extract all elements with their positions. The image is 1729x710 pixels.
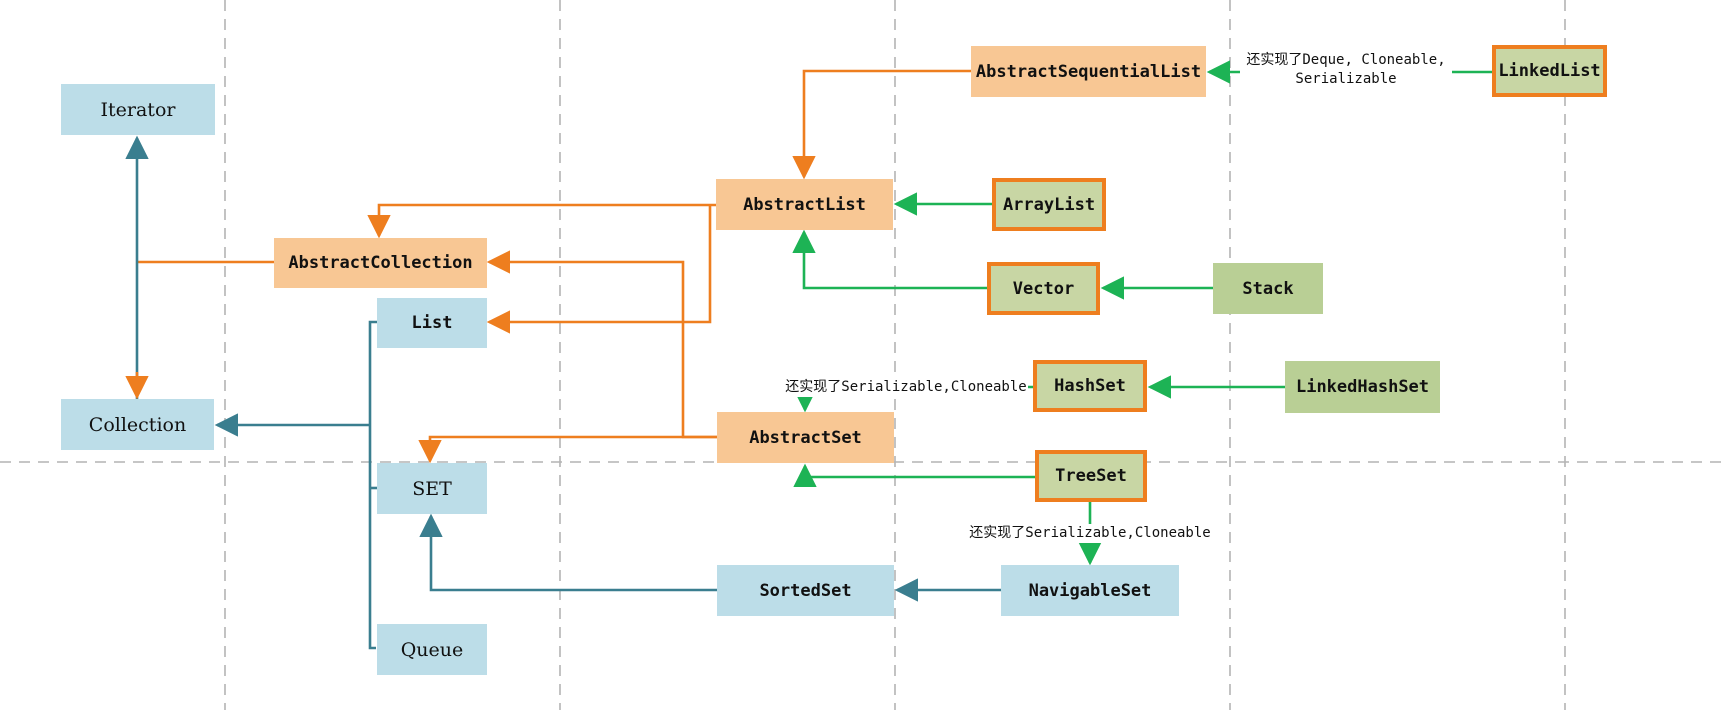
edge-abstractlist-abstractcollection: [367, 203, 716, 239]
node-abstractsequentiallist[interactable]: AbstractSequentialList: [971, 46, 1206, 97]
node-abstractlist[interactable]: AbstractList: [716, 179, 893, 230]
edges-teal: [125, 135, 1001, 650]
edge-abstractlist-list: [486, 205, 712, 334]
node-iterator[interactable]: Iterator: [61, 84, 215, 135]
node-treeset[interactable]: TreeSet: [1035, 450, 1147, 502]
edge-vector-abstractlist: [792, 229, 987, 290]
edges-orange-2: [125, 69, 971, 464]
node-navigableset[interactable]: NavigableSet: [1001, 565, 1179, 616]
node-linkedlist[interactable]: LinkedList: [1492, 45, 1607, 97]
edge-treeset-abstractset: [793, 463, 1035, 488]
edge-abstractset-abstractcollection: [486, 250, 717, 439]
hashset-edge-note: 还实现了Serializable,Cloneable: [784, 378, 1028, 397]
node-linkedhashset[interactable]: LinkedHashSet: [1285, 361, 1440, 413]
node-list[interactable]: List: [377, 298, 487, 348]
treeset-edge-note: 还实现了Serializable,Cloneable: [968, 524, 1212, 543]
node-queue[interactable]: Queue: [377, 624, 487, 675]
edge-sortedset-set: [419, 513, 717, 592]
edge-trunk-list-queue: [368, 320, 377, 650]
node-stack[interactable]: Stack: [1213, 263, 1323, 314]
node-abstractcollection[interactable]: AbstractCollection: [274, 238, 487, 288]
linkedlist-edge-note-line2: Serializable: [1295, 71, 1397, 87]
node-vector[interactable]: Vector: [987, 262, 1100, 315]
node-collection[interactable]: Collection: [61, 399, 214, 450]
edges-green: [792, 60, 1492, 566]
node-abstractset[interactable]: AbstractSet: [717, 412, 894, 463]
node-sortedset[interactable]: SortedSet: [717, 565, 894, 616]
linkedlist-edge-note-line1: 还实现了Deque, Cloneable,: [1246, 52, 1446, 68]
node-set[interactable]: SET: [377, 463, 487, 514]
node-hashset[interactable]: HashSet: [1033, 360, 1147, 412]
edge-abstractset-set: [418, 435, 717, 464]
node-arraylist[interactable]: ArrayList: [992, 178, 1106, 231]
edge-abstractsequentiallist-abstractlist: [792, 69, 971, 180]
linkedlist-edge-note: 还实现了Deque, Cloneable, Serializable: [1240, 51, 1452, 89]
